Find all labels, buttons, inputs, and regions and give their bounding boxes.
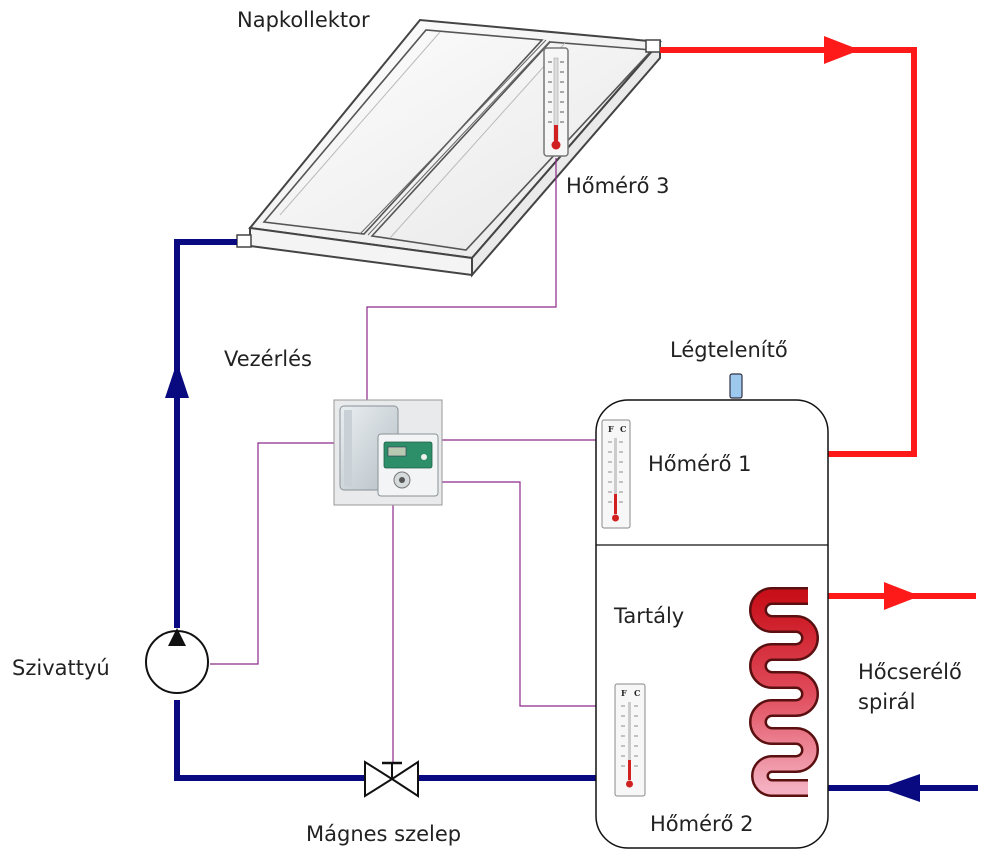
thermometer-2-f-label: F	[621, 688, 627, 698]
collector-label: Napkollektor	[237, 8, 370, 32]
air-vent-label: Légtelenítő	[670, 338, 788, 362]
control-label: Vezérlés	[224, 347, 312, 371]
cold-flow-arrow-left	[880, 774, 920, 802]
solenoid-valve-symbol	[364, 760, 419, 798]
solar-collector	[236, 18, 663, 278]
control-wires	[210, 158, 608, 762]
tank-label: Tartály	[614, 604, 685, 628]
controller-unit	[333, 399, 443, 506]
pump-label: Szivattyú	[12, 656, 110, 680]
thermometer-2: F C	[614, 683, 646, 797]
collector-inlet-stub	[236, 234, 252, 248]
thermometer-1-label: Hőmérő 1	[648, 452, 752, 476]
thermometer-2-c-label: C	[634, 688, 640, 698]
thermometer-3	[543, 47, 569, 157]
heat-exchanger-label-line2: spirál	[858, 690, 916, 714]
heat-exchanger-label-line1: Hőcserélő	[858, 660, 962, 684]
cold-flow-arrow-up	[165, 362, 189, 398]
wire-thermometer-2	[442, 481, 608, 707]
hot-flow-arrow-right	[884, 582, 920, 610]
hot-flow-arrow-right-top	[824, 36, 860, 64]
thermometer-3-label: Hőmérő 3	[566, 174, 670, 198]
wire-pump	[210, 442, 334, 665]
thermometer-1-c-label: C	[620, 424, 626, 434]
pump-symbol	[145, 628, 209, 694]
thermometer-2-label: Hőmérő 2	[650, 812, 754, 836]
thermometer-1-f-label: F	[608, 424, 614, 434]
wire-thermometer-3	[366, 158, 557, 400]
collector-outlet-stub	[645, 39, 661, 53]
thermometer-1: F C	[601, 419, 631, 529]
valve-label: Mágnes szelep	[306, 822, 462, 846]
heat-exchanger-coil	[749, 587, 819, 797]
air-vent	[729, 373, 743, 399]
